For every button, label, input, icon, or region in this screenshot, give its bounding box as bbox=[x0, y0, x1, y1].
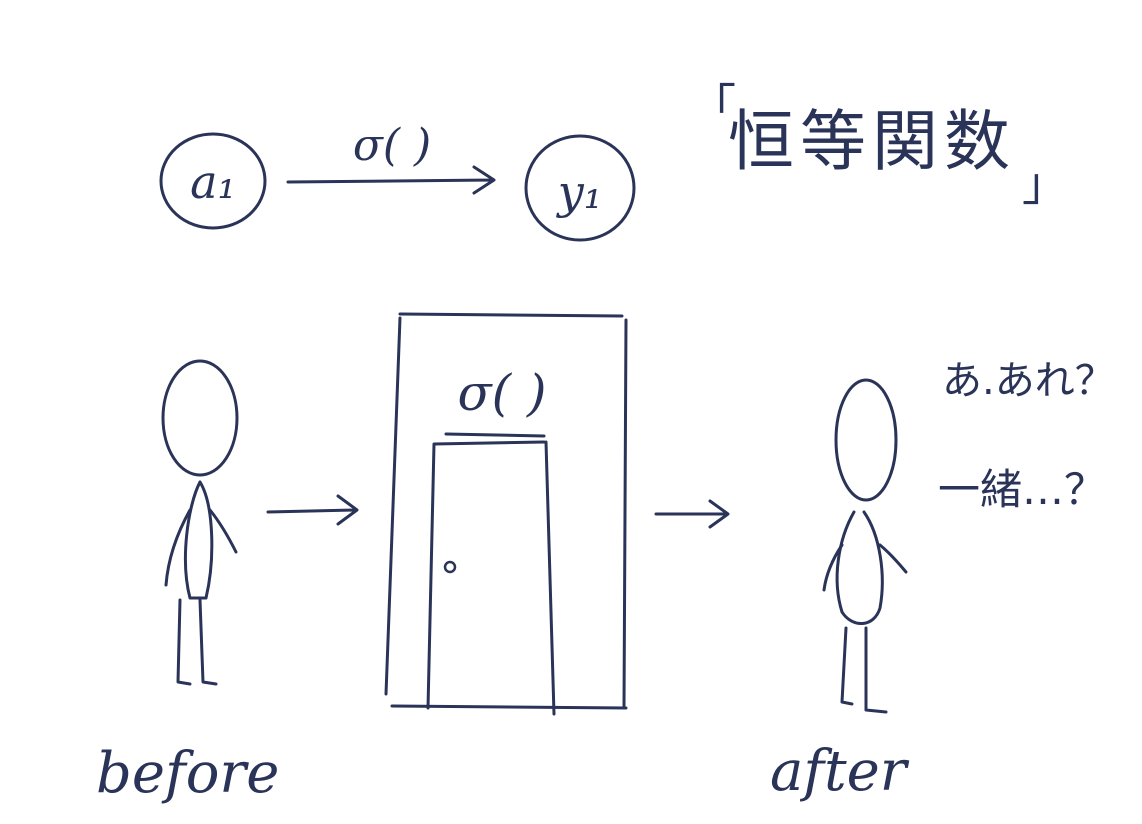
input-node-label: a₁ bbox=[190, 155, 236, 209]
before-person-body bbox=[184, 480, 214, 600]
speech-line-1: あ.あれ？ bbox=[942, 358, 1115, 404]
arrow-out-of-door bbox=[654, 499, 730, 529]
before-label: before bbox=[96, 741, 279, 806]
door-knob bbox=[443, 560, 457, 574]
door-top-line bbox=[444, 432, 546, 438]
after-person bbox=[822, 378, 908, 714]
before-person-legs bbox=[176, 598, 218, 686]
before-person-arms bbox=[164, 508, 238, 587]
title-close-bracket: 」 bbox=[1022, 157, 1068, 211]
door-function-label: σ( ) bbox=[457, 364, 546, 422]
title-text: 恒等関数 bbox=[728, 103, 1016, 180]
door-frame-outline bbox=[384, 312, 628, 710]
output-node-circle bbox=[524, 134, 636, 242]
mapping-arrow bbox=[286, 165, 496, 195]
after-person-body bbox=[835, 510, 884, 625]
input-node-circle bbox=[159, 132, 267, 230]
after-person-arms bbox=[822, 543, 908, 592]
before-person bbox=[161, 359, 239, 686]
speech-line-2: 一緒…？ bbox=[938, 465, 1106, 514]
title-group: 「 恒等関数 」 bbox=[690, 79, 1068, 211]
after-person-legs bbox=[840, 626, 888, 714]
arrow-into-door bbox=[266, 494, 359, 526]
mapping-function-label: σ( ) bbox=[353, 120, 431, 171]
door-frame: σ( ) bbox=[384, 312, 628, 716]
after-label: after bbox=[770, 739, 910, 804]
before-person-head bbox=[161, 359, 239, 477]
title-open-bracket: 「 bbox=[690, 79, 736, 133]
mapping-group: a₁ σ( ) y₁ bbox=[159, 120, 636, 242]
after-person-head bbox=[834, 378, 898, 502]
door-panel bbox=[426, 440, 556, 716]
output-node-label: y₁ bbox=[556, 165, 602, 219]
